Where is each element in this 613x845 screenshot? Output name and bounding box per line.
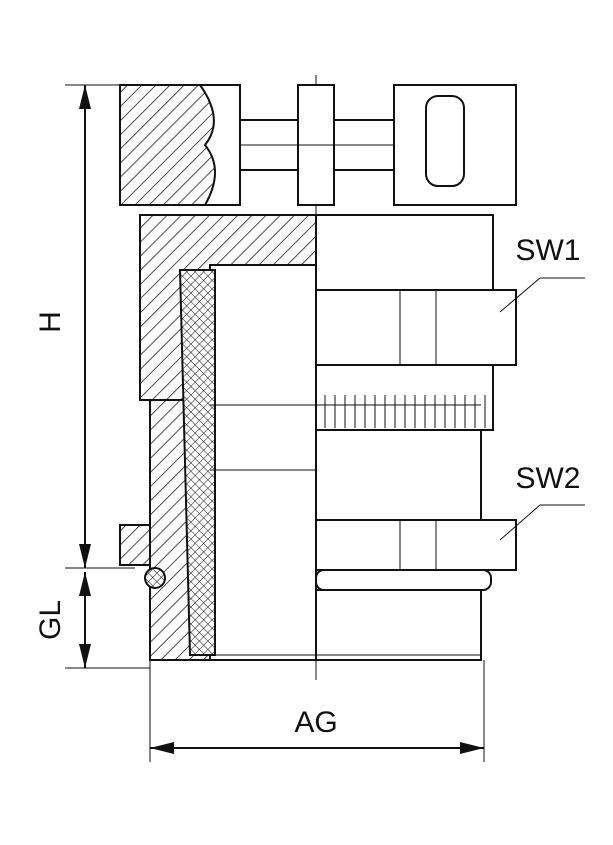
dimension-gl: GL: [34, 572, 150, 669]
callout-sw2: SW2: [499, 462, 585, 541]
label-ag: AG: [294, 706, 337, 739]
body: [119, 264, 517, 661]
label-sw2: SW2: [515, 462, 580, 495]
label-gl: GL: [34, 600, 67, 640]
clamp-top: [119, 84, 517, 206]
knurl: [324, 395, 486, 428]
dimension-ag: AG: [149, 660, 485, 762]
label-h: H: [34, 311, 67, 333]
callout-sw1: SW1: [499, 234, 585, 313]
dimension-h: H: [34, 84, 135, 569]
label-sw1: SW1: [515, 234, 580, 267]
